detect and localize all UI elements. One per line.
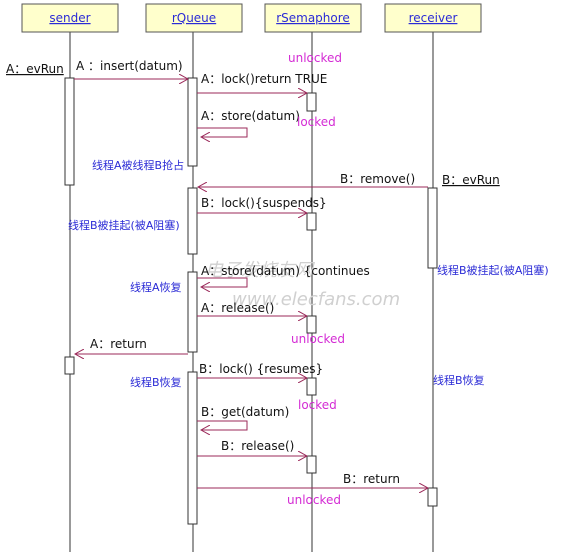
message-store-a-label: A：store(datum) (201, 109, 300, 123)
note-preempt-a: 线程A被线程B抢占 (92, 158, 184, 172)
activation-sender-2 (64, 356, 75, 375)
message-release-b-label: B：release() (221, 439, 294, 453)
note-unlocked-3: unlocked (287, 493, 341, 507)
note-locked-1: locked (297, 115, 336, 129)
note-resume-a: 线程A恢复 (130, 280, 182, 294)
message-lock-b-resume-label: B：lock() {resumes} (199, 362, 323, 376)
message-return-a-label: A：return (90, 337, 147, 351)
note-resume-b-2: 线程B恢复 (433, 373, 485, 387)
note-resume-b-1: 线程B恢复 (130, 375, 182, 389)
note-unlocked-1: unlocked (288, 51, 342, 65)
watermark-url: www.elecfans.com (232, 289, 400, 310)
participant-receiver: receiver (384, 3, 482, 33)
message-remove-b-label: B：remove() (340, 172, 415, 186)
activation-rqueue-4 (187, 371, 198, 525)
message-lock-b-resume: B：lock() {resumes} (197, 362, 323, 378)
message-return-a: A：return (75, 337, 188, 354)
actor-b-label: B：evRun (442, 173, 500, 187)
activation-rqueue-3 (187, 271, 198, 353)
message-release-a-label: A：release() (201, 301, 274, 315)
activation-rsemaphore-2 (306, 212, 317, 231)
message-store-a: A：store(datum) (197, 109, 300, 137)
actor-a-label: A：evRun (6, 62, 64, 76)
message-lock-a-label: A：lock()return TRUE (201, 72, 327, 86)
activation-rsemaphore-1 (306, 92, 317, 112)
message-get-b-label: B：get(datum) (201, 405, 289, 419)
activation-receiver-1 (427, 187, 438, 269)
message-insert: A ：insert(datum) (74, 59, 188, 79)
message-get-b: B：get(datum) (197, 405, 289, 430)
activation-rqueue-2 (187, 187, 198, 255)
participant-sender-label: sender (49, 11, 90, 25)
note-locked-2: locked (298, 398, 337, 412)
message-store-continues: A：store(datum) {continues (197, 264, 370, 287)
participant-receiver-label: receiver (409, 11, 458, 25)
message-insert-label: A ：insert(datum) (76, 59, 183, 73)
note-suspended-b-1: 线程B被挂起(被A阻塞) (68, 218, 180, 232)
message-remove-b: B：remove() (198, 172, 428, 187)
participant-rsemaphore: rSemaphore (264, 3, 362, 33)
watermark-cn: 电子发烧友网 (205, 260, 315, 281)
participant-rqueue-label: rQueue (172, 11, 216, 25)
participant-sender: sender (21, 3, 119, 33)
message-release-b: B：release() (197, 439, 307, 456)
participant-rqueue: rQueue (145, 3, 243, 33)
message-store-continues-label: A：store(datum) {continues (201, 264, 370, 278)
activation-sender-1 (64, 77, 75, 186)
activation-rsemaphore-3 (306, 315, 317, 334)
message-lock-a: A：lock()return TRUE (197, 72, 327, 93)
note-suspended-b-2: 线程B被挂起(被A阻塞) (437, 263, 549, 277)
participant-rsemaphore-label: rSemaphore (276, 11, 350, 25)
activation-rsemaphore-5 (306, 455, 317, 474)
activation-receiver-2 (427, 487, 438, 507)
message-return-b: B：return (197, 472, 428, 488)
message-lock-b-label: B：lock(){suspends} (201, 196, 327, 210)
message-release-a: A：release() (197, 301, 307, 316)
message-return-b-label: B：return (343, 472, 400, 486)
message-lock-b: B：lock(){suspends} (197, 196, 327, 213)
note-unlocked-2: unlocked (291, 332, 345, 346)
activation-rsemaphore-4 (306, 377, 317, 396)
activation-rqueue-1 (187, 77, 198, 167)
